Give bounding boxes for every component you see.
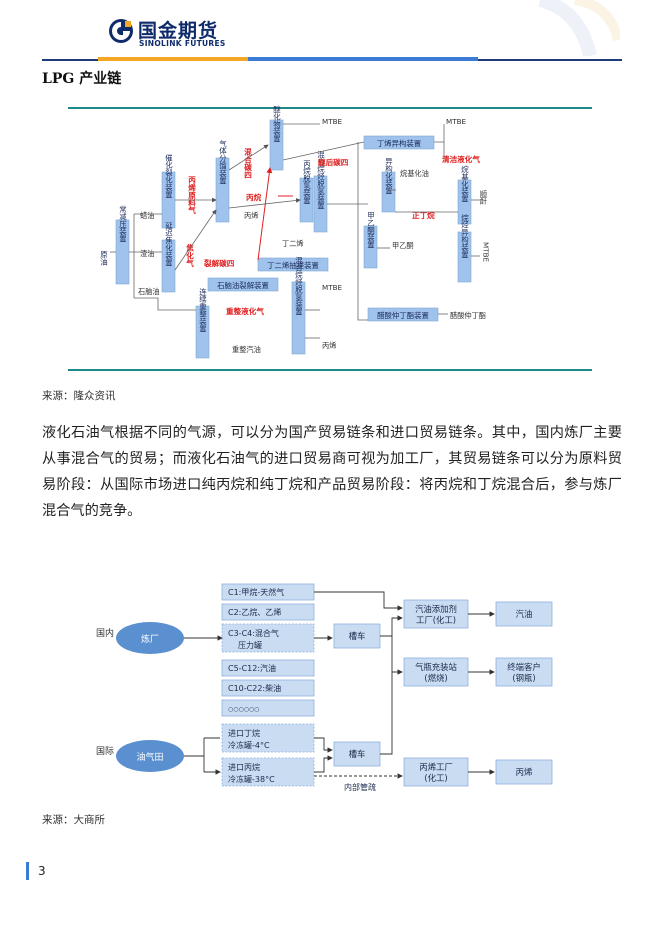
label-tanker1: 槽车 (349, 631, 366, 641)
label-alkylate: 烷基化油 (400, 169, 429, 178)
label-n-butane: 正丁烷 (412, 210, 435, 220)
label-mtbe1: MTBE (322, 117, 343, 126)
label-propylene-plant-1: 丙烯工厂 (419, 762, 453, 772)
node-naphtha-crack (207, 277, 279, 292)
header-watermark-icon (538, 0, 620, 56)
label-end-1: 终端客户 (507, 662, 541, 672)
label-clean-lpg: 清洁液化气 (442, 154, 480, 164)
body-paragraph: 液化石油气根据不同的气源，可以分为国产贸易链条和进口贸易链条。其中，国内炼厂主要… (42, 425, 622, 519)
label-butadiene-out: 丁二烯 (282, 239, 304, 248)
node-isomer (381, 171, 396, 213)
node-butane-iso (457, 231, 472, 283)
node-butadiene (257, 257, 329, 272)
label-cracking: 催化裂化装置 (164, 153, 173, 198)
header-accent-orange (98, 57, 248, 61)
node-coking (161, 239, 176, 293)
node-reforming (195, 305, 210, 359)
brand-name-en: SINOLINK FUTURES (139, 39, 226, 48)
label-c1: C1:甲烷-天然气 (228, 587, 284, 597)
label-additive-1: 汽油添加剂 (415, 604, 457, 614)
label-mtbe2: MTBE (446, 117, 467, 126)
node-refinery (116, 622, 184, 654)
brand-name-cn: 国金期货 (138, 20, 219, 42)
label-c1022: C10-C22:柴油 (228, 683, 281, 693)
label-propylene-feed: 丙烯原料气 (187, 176, 196, 215)
label-end-2: (钢瓶) (512, 673, 535, 683)
label-atm: 常减压装置 (118, 205, 127, 243)
page-number: 3 (38, 864, 46, 878)
label-isomer: 异构化装置 (384, 158, 393, 195)
node-butene-iso (363, 135, 435, 150)
label-propylene1: 丙烯 (244, 211, 258, 220)
label-butane-iso: 烷烃异构装置 (460, 213, 469, 258)
label-butadiene: 丁二烯抽提装置 (267, 261, 319, 270)
label-resid: 渣油 (140, 249, 154, 258)
label-mek-out: 甲乙酮 (392, 241, 414, 250)
label-mtbe4: MTBE (322, 283, 343, 292)
label-etherify: 醚化物装置 (272, 105, 281, 143)
label-c34-2: 压力罐 (238, 640, 262, 650)
label-reform-gas: 重整液化气 (226, 306, 264, 316)
label-reform-gasoline: 重整汽油 (232, 345, 261, 354)
label-propylene: 丙烯 (516, 767, 533, 777)
label-ether-c4: 醚后碳四 (318, 157, 349, 167)
label-maleic: 顺酐 (480, 190, 489, 206)
section-title: LPG 产业链 (42, 71, 122, 87)
lpg-trade-chain-diagram: 国内 国际 炼厂 油气田 C1:甲烷-天然气 C2:乙烷、乙烯 C3-C4:混合… (96, 583, 553, 792)
source-note-1: 来源：隆众资讯 (42, 390, 116, 402)
side-label-import: 国际 (96, 746, 114, 757)
label-sba-out: 醋酸仲丁酯 (450, 311, 486, 320)
label-imp-propane-1: 进口丙烷 (228, 762, 260, 772)
label-mix-dehydro2: 混合烷烃脱氢装置 (294, 256, 303, 316)
label-propylene-plant-2: (化工) (424, 773, 447, 783)
node-mix-dehydro2 (291, 281, 306, 355)
node-gas-sep (215, 157, 230, 223)
page-number-accent (26, 862, 29, 880)
label-pdh: 丙烷脱氢装置 (302, 160, 311, 205)
label-coker-gas: 焦化气 (185, 243, 194, 268)
label-c512: C5-C12:汽油 (228, 663, 276, 673)
label-propane: 丙烷 (246, 192, 262, 202)
label-additive-2: 工厂(化工) (416, 615, 456, 625)
label-filling-2: (燃烧) (424, 673, 447, 683)
label-butene-iso: 丁烯异构装置 (377, 139, 421, 148)
label-alkyl: 烷基化装置 (460, 165, 469, 203)
label-crack-c4: 裂解碳四 (203, 258, 235, 268)
label-reforming: 连续重整装置 (198, 287, 207, 332)
company-logo-icon (109, 19, 133, 43)
label-mtbe3: MTBE (482, 242, 491, 263)
label-sec-butyl: 醋酸仲丁酯装置 (377, 311, 429, 320)
label-pipeline: 内部管疏 (344, 782, 376, 792)
label-naphtha-crack: 石脑油裂解装置 (217, 281, 269, 290)
label-propylene2: 丙烯 (322, 341, 336, 350)
node-etherify (269, 119, 284, 171)
label-gas-sep: 气体分馏装置 (218, 139, 227, 184)
label-dots: ○○○○○○ (228, 706, 259, 713)
label-tanker2: 槽车 (349, 749, 366, 759)
label-oilfield: 油气田 (136, 751, 163, 763)
source-note-2: 来源：大商所 (42, 814, 105, 826)
node-mek (363, 225, 378, 269)
header-accent-blue (248, 57, 478, 61)
label-c34-1: C3-C4:混合气 (228, 628, 279, 638)
lpg-industry-chain-diagram: 原油 常减压装置 催化裂化装置 延迟焦化装置 石脑油裂解装置 连续重整装置 气体… (68, 105, 592, 371)
node-sec-butyl (367, 307, 439, 322)
label-mek: 甲乙酮装置 (366, 212, 375, 249)
label-c2: C2:乙烷、乙烯 (228, 607, 281, 617)
label-mix-dehydro1: 混合烷烃脱氢装置 (316, 150, 325, 210)
label-wax: 蜡油 (140, 211, 154, 220)
label-refinery: 炼厂 (141, 633, 159, 645)
node-oilfield (116, 740, 184, 772)
label-mixed-c4: 混合碳四 (243, 147, 252, 179)
label-imp-butane-2: 冷冻罐-4°C (228, 740, 270, 750)
label-coking: 延迟焦化装置 (164, 221, 173, 266)
label-gasoline: 汽油 (516, 609, 533, 619)
label-naphtha: 石脑油 (138, 287, 160, 296)
side-label-domestic: 国内 (96, 627, 114, 639)
label-filling-1: 气瓶充装站 (415, 662, 457, 672)
label-imp-butane-1: 进口丁烷 (228, 728, 260, 738)
label-imp-propane-2: 冷冻罐-38°C (228, 774, 275, 784)
label-crude: 原油 (100, 251, 109, 267)
node-alkyl (457, 179, 472, 225)
